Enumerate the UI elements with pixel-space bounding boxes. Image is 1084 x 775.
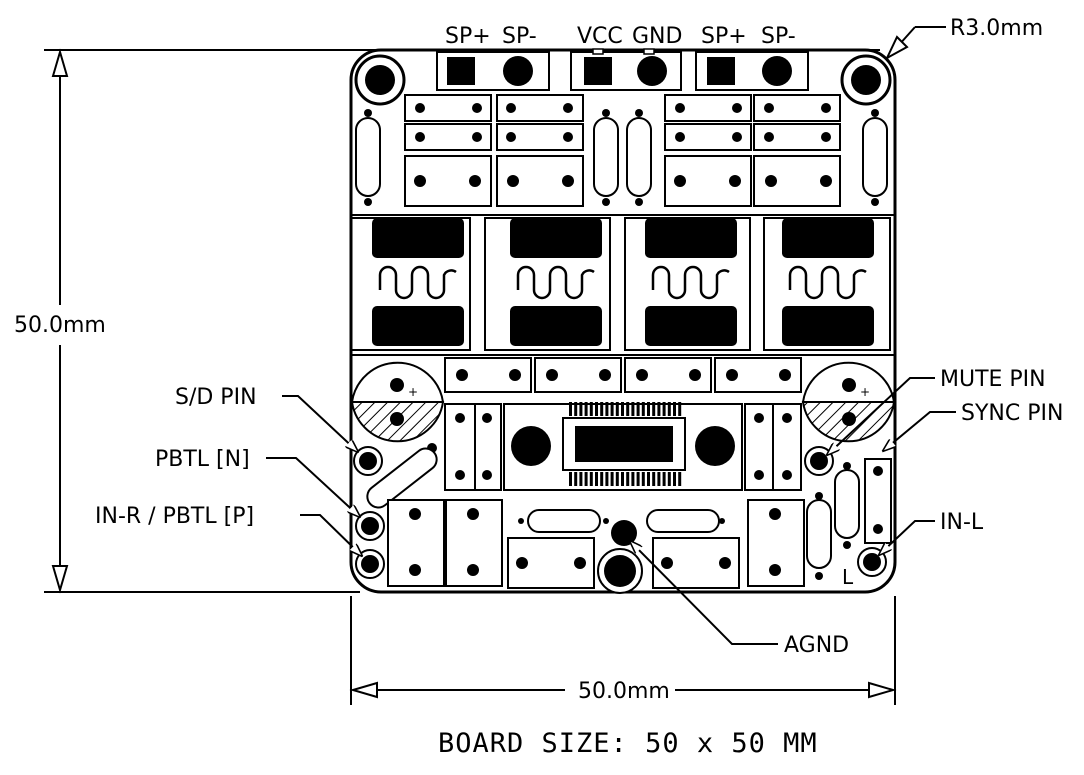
ic-pin [667,402,671,416]
middle-resistor-row [444,357,802,393]
label-sp-minus-left: SP- [502,24,537,49]
ic-area [444,402,802,491]
connector-power [570,48,682,91]
width-label: 50.0mm [578,679,670,704]
ic-pin [641,472,645,486]
inductor-4 [782,218,874,346]
ic-pin [579,472,583,486]
ic-pin [652,402,656,416]
lower-left-pads [409,508,609,576]
ic-pin [667,472,671,486]
callout-agnd: AGND [784,633,849,658]
ic-pin [589,472,593,486]
capacitor-left-plus: + [408,385,418,399]
ic-pin [673,472,676,486]
connector-left [436,51,550,91]
ic-pin [600,472,604,486]
ic-pin [584,402,588,416]
lower-right-pads [661,462,883,580]
ic-pin [636,402,640,416]
horizontal-dimension [349,596,897,705]
ic-pin [615,472,619,486]
ic-pin [615,402,619,416]
connector-right [695,51,809,91]
ic-pin [647,402,650,416]
ic-pin [652,472,656,486]
board-size-caption: BOARD SIZE: 50 x 50 MM [438,728,818,759]
ic-pin [610,472,614,486]
ic-pin [595,402,598,416]
ic-pin [574,402,578,416]
callout-sync-pin: SYNC PIN [961,401,1063,426]
ic-pin [621,472,624,486]
capacitor-right-plus: + [860,385,870,399]
ic-pin [574,472,578,486]
inductor-section [350,214,896,356]
callout-sd-pin: S/D PIN [175,385,257,410]
ic-pin [584,472,588,486]
ic-pin [605,472,609,486]
ic-pin [631,472,635,486]
ic-pin [626,402,630,416]
mounting-hole-top-right [840,54,892,106]
label-gnd: GND [632,24,682,49]
capacitor-left [350,361,445,443]
ic-pin [647,472,650,486]
ic-pin [662,472,666,486]
ic-pin [621,402,624,416]
callout-pbtl-n: PBTL [N] [155,447,250,472]
radius-label: R3.0mm [950,16,1043,41]
height-label: 50.0mm [14,313,106,338]
label-vcc: VCC [577,24,623,49]
label-sp-plus-right: SP+ [701,24,747,49]
upper-pads [364,103,879,206]
channel-l-marker: L [842,565,854,589]
ic-pin [641,402,645,416]
callout-mute-pin: MUTE PIN [940,367,1046,392]
label-sp-plus-left: SP+ [445,24,491,49]
inductor-1 [372,218,464,346]
ic-pin [569,402,572,416]
ic-pin [657,402,661,416]
ic-pin [569,472,572,486]
callout-in-l: IN-L [940,510,984,535]
ic-pin [600,402,604,416]
ic-pin [626,472,630,486]
agnd-area [527,509,725,594]
ic-pin [673,402,676,416]
ic-pin [636,472,640,486]
radius-leader [884,26,946,61]
ic-pin [662,402,666,416]
callout-in-r-pbtl-p: IN-R / PBTL [P] [95,504,254,529]
ic-pin [678,472,682,486]
label-sp-minus-right: SP- [761,24,796,49]
ic-pin [605,402,609,416]
capacitor-right [801,361,896,443]
ic-pin [579,402,583,416]
ic-pin [678,402,682,416]
mounting-hole-top-left [354,54,406,106]
inductor-2 [510,218,602,346]
ic-pin [595,472,598,486]
inductor-3 [645,218,737,346]
lower-right-parts [652,458,892,589]
oval-diagonal-left [366,447,438,509]
callout-leaders [266,377,956,645]
ic-pin [610,402,614,416]
ic-pin [589,402,593,416]
ic-pin [657,472,661,486]
ic-pin [631,402,635,416]
